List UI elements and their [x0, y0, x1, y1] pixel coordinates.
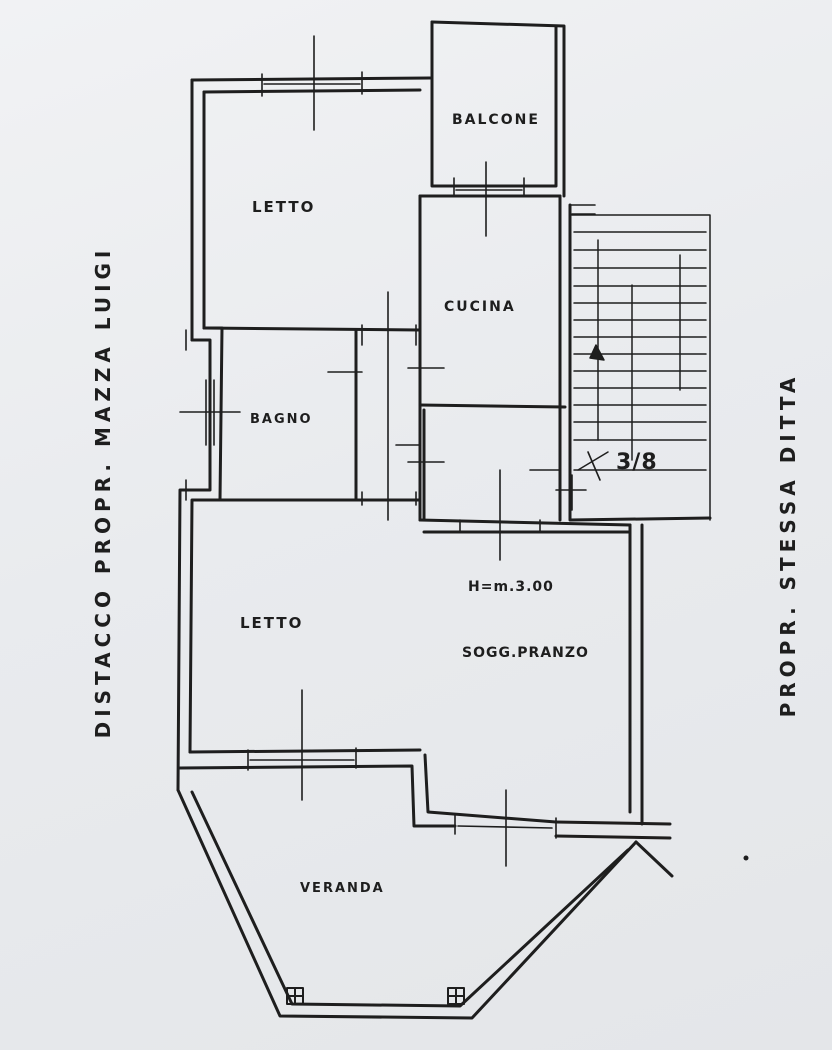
stair-label: 3/8	[616, 450, 658, 475]
veranda-outline	[176, 788, 674, 1020]
room-label-cucina: CUCINA	[444, 299, 516, 315]
room-label-soggiorno-pranzo: SOGG.PRANZO	[462, 645, 589, 661]
right-boundary-note: PROPR. STESSA DITTA	[776, 372, 800, 718]
room-label-letto-lower: LETTO	[240, 614, 304, 632]
room-label-bagno: BAGNO	[250, 412, 313, 427]
veranda-columns	[286, 987, 465, 1005]
left-boundary-note: DISTACCO PROPR. MAZZA LUIGI	[91, 245, 115, 739]
room-label-balcone: BALCONE	[452, 112, 540, 128]
interior-walls	[202, 326, 426, 522]
outer-walls	[176, 20, 712, 840]
room-label-letto-upper: LETTO	[252, 198, 316, 216]
window-marks	[179, 35, 601, 867]
ink-dot	[743, 855, 749, 861]
staircase	[571, 214, 711, 521]
room-label-veranda: VERANDA	[300, 881, 385, 896]
ceiling-height-note: H=m.3.00	[468, 579, 554, 595]
